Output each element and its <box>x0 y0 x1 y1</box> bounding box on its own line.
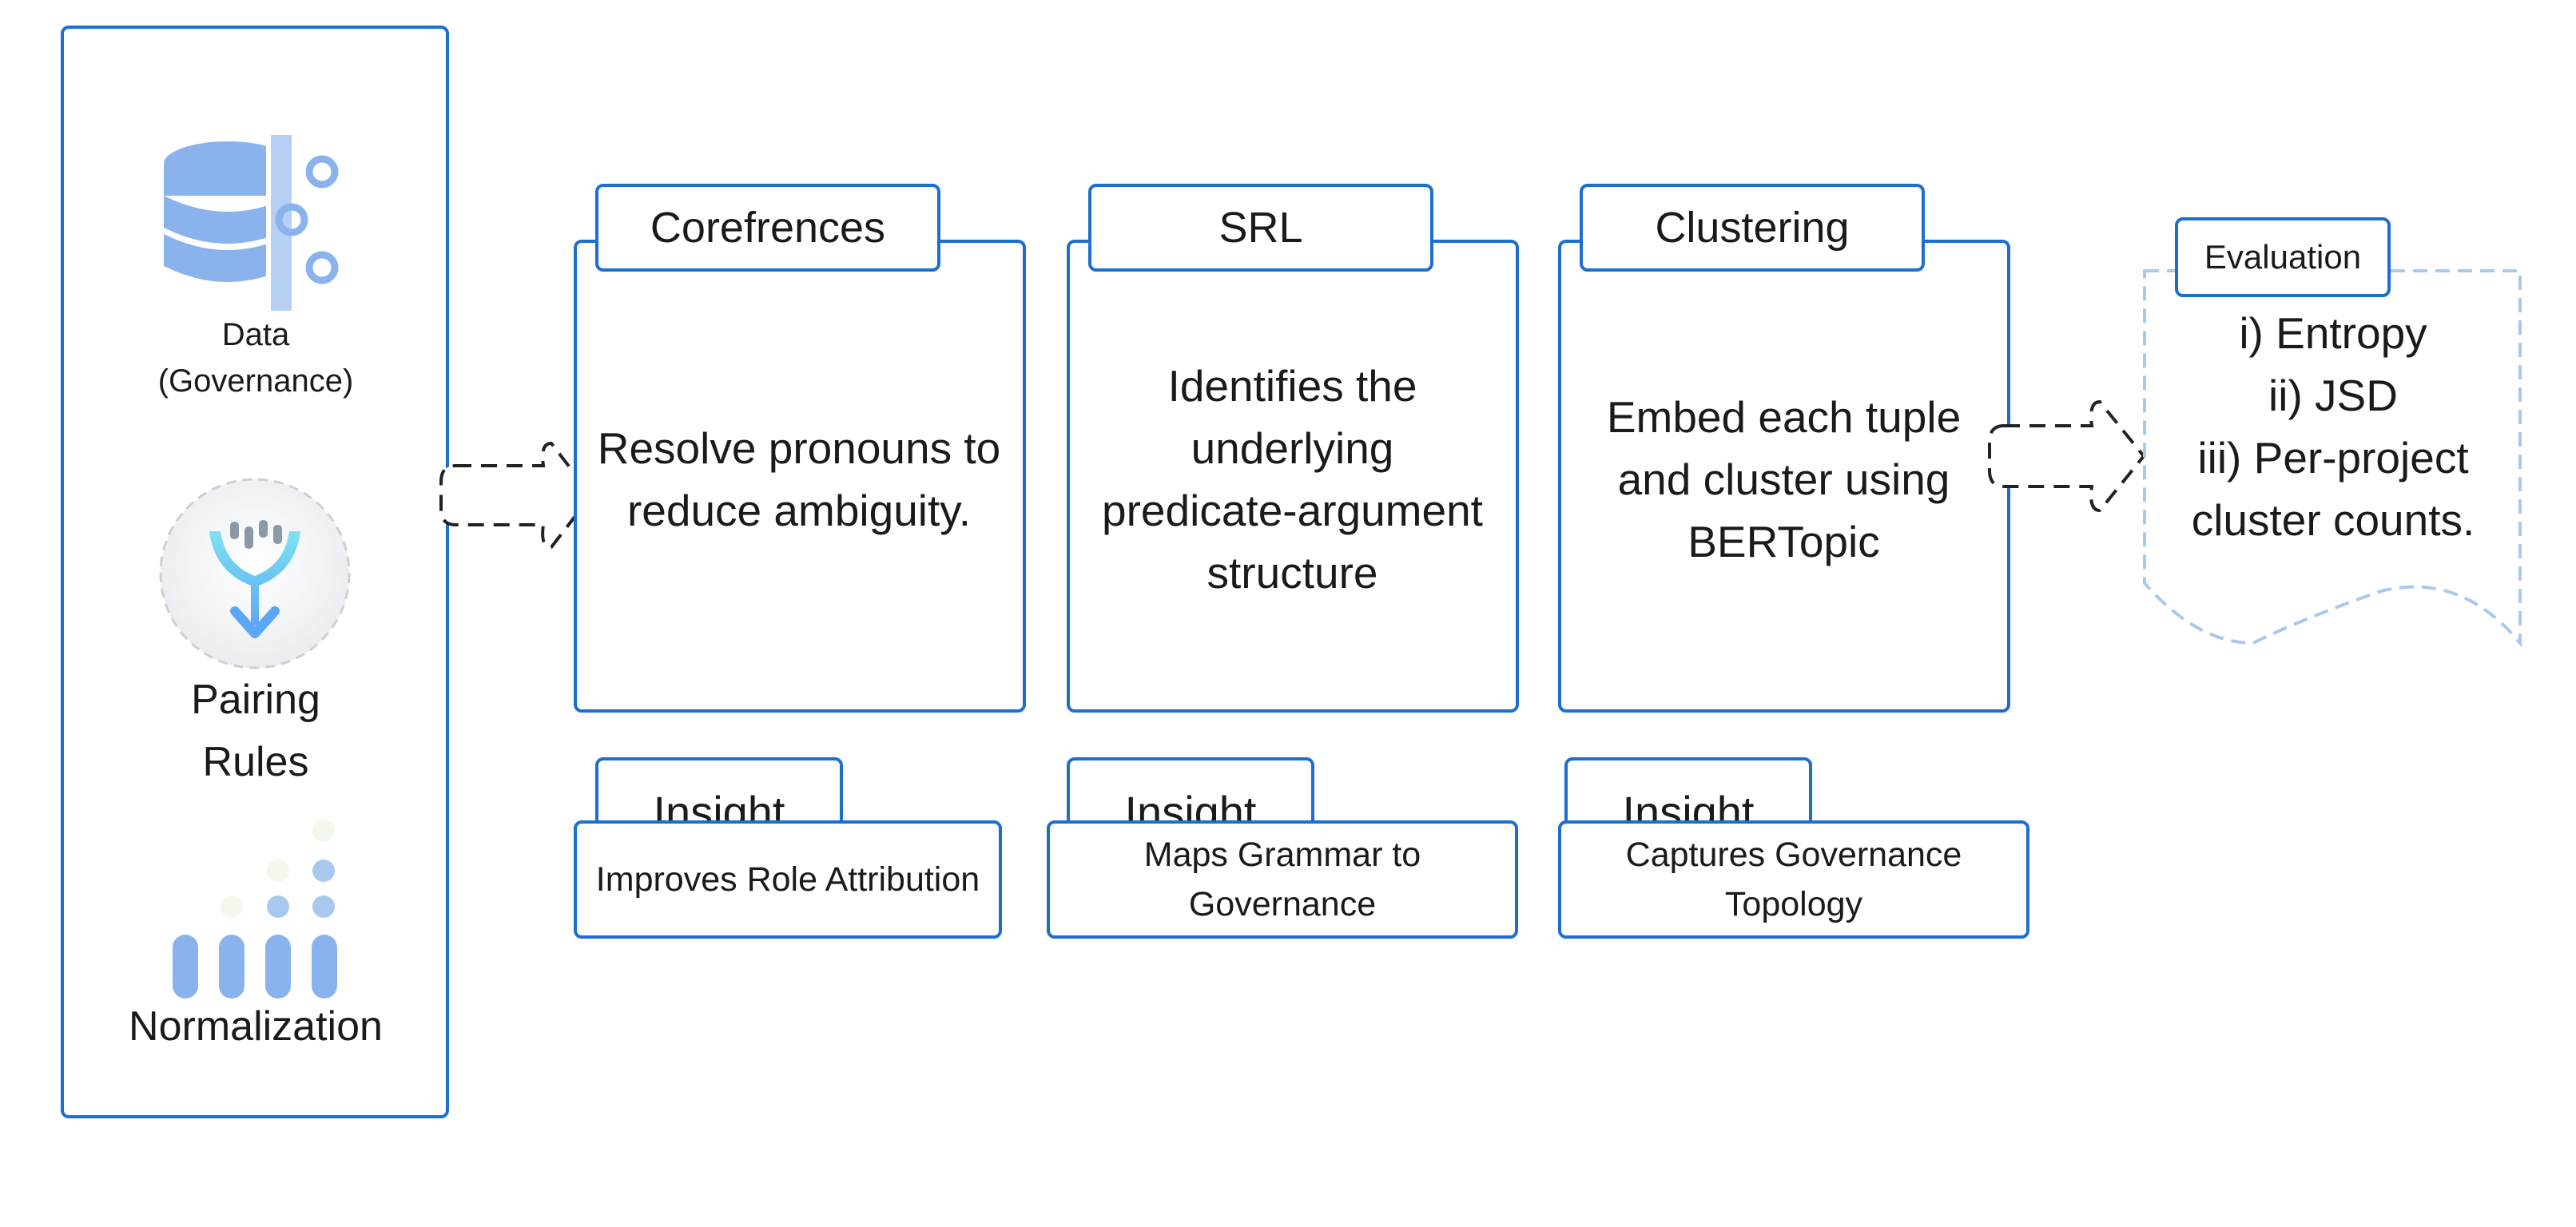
evaluation-list: i) Entropy ii) JSD iii) Per-project clus… <box>2149 302 2517 558</box>
flow-arrow-icon <box>1988 399 2146 513</box>
insight-2-box: Maps Grammar to Governance <box>1047 820 1518 939</box>
stage-clustering-tab: Clustering <box>1580 184 1925 272</box>
normalization-label: Normalization <box>129 1003 383 1050</box>
funnel-icon <box>159 478 351 669</box>
evaluation-item: iii) Per-project cluster counts. <box>2191 433 2475 546</box>
stage-corefrences-description: Resolve pronouns to reduce ambiguity. <box>597 423 1001 535</box>
evaluation-item: ii) JSD <box>2268 371 2398 421</box>
evaluation-tab: Evaluation <box>2175 217 2391 297</box>
insight-3-box: Captures Governance Topology <box>1558 820 2029 939</box>
normalization-bars-icon <box>173 820 337 999</box>
evaluation-item: i) Entropy <box>2239 308 2427 358</box>
database-icon <box>164 132 339 312</box>
stage-srl-tab: SRL <box>1088 184 1433 272</box>
insight-1-box: Improves Role Attribution <box>574 820 1002 939</box>
pairing-rules-label: Pairing Rules <box>191 677 320 785</box>
evaluation-document-shape <box>2143 269 2522 648</box>
data-source-label: Data (Governance) <box>157 317 354 399</box>
stage-corefrences-tab: Corefrences <box>595 184 940 272</box>
flow-arrow-icon <box>439 441 594 550</box>
stage-srl-description: Identifies the underlying predicate-argu… <box>1102 360 1483 598</box>
stage-clustering-description: Embed each tuple and cluster using BERTo… <box>1606 391 1962 567</box>
